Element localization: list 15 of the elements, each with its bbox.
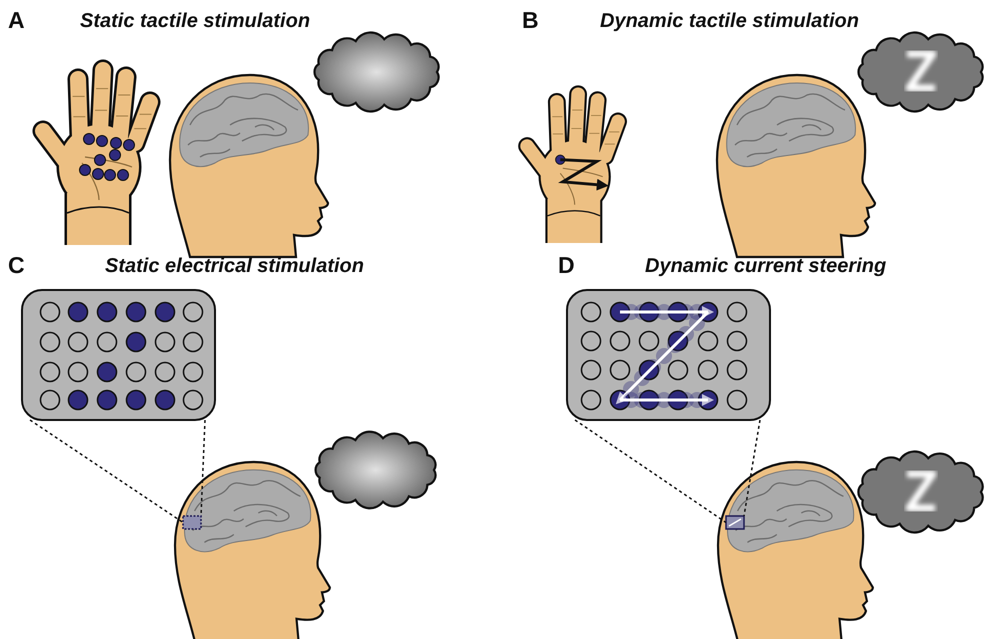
panel-letter: B xyxy=(522,8,539,34)
panel-title: Dynamic tactile stimulation xyxy=(600,10,859,32)
electrode-array-drawing xyxy=(21,289,216,421)
electrode-array-drawing xyxy=(566,289,771,421)
panel-title: Static electrical stimulation xyxy=(105,255,364,277)
panel-letter: C xyxy=(8,253,25,278)
panel-title: Static tactile stimulation xyxy=(80,10,310,32)
panel-letter: D xyxy=(558,253,575,278)
electrode-icon xyxy=(182,515,202,530)
panel-title: Dynamic current steering xyxy=(645,255,886,277)
zoom-line xyxy=(574,419,726,524)
zoom-line xyxy=(743,420,761,516)
panel-letter: A xyxy=(8,8,25,34)
electrode-icon xyxy=(725,515,745,530)
zoom-line xyxy=(30,419,184,524)
